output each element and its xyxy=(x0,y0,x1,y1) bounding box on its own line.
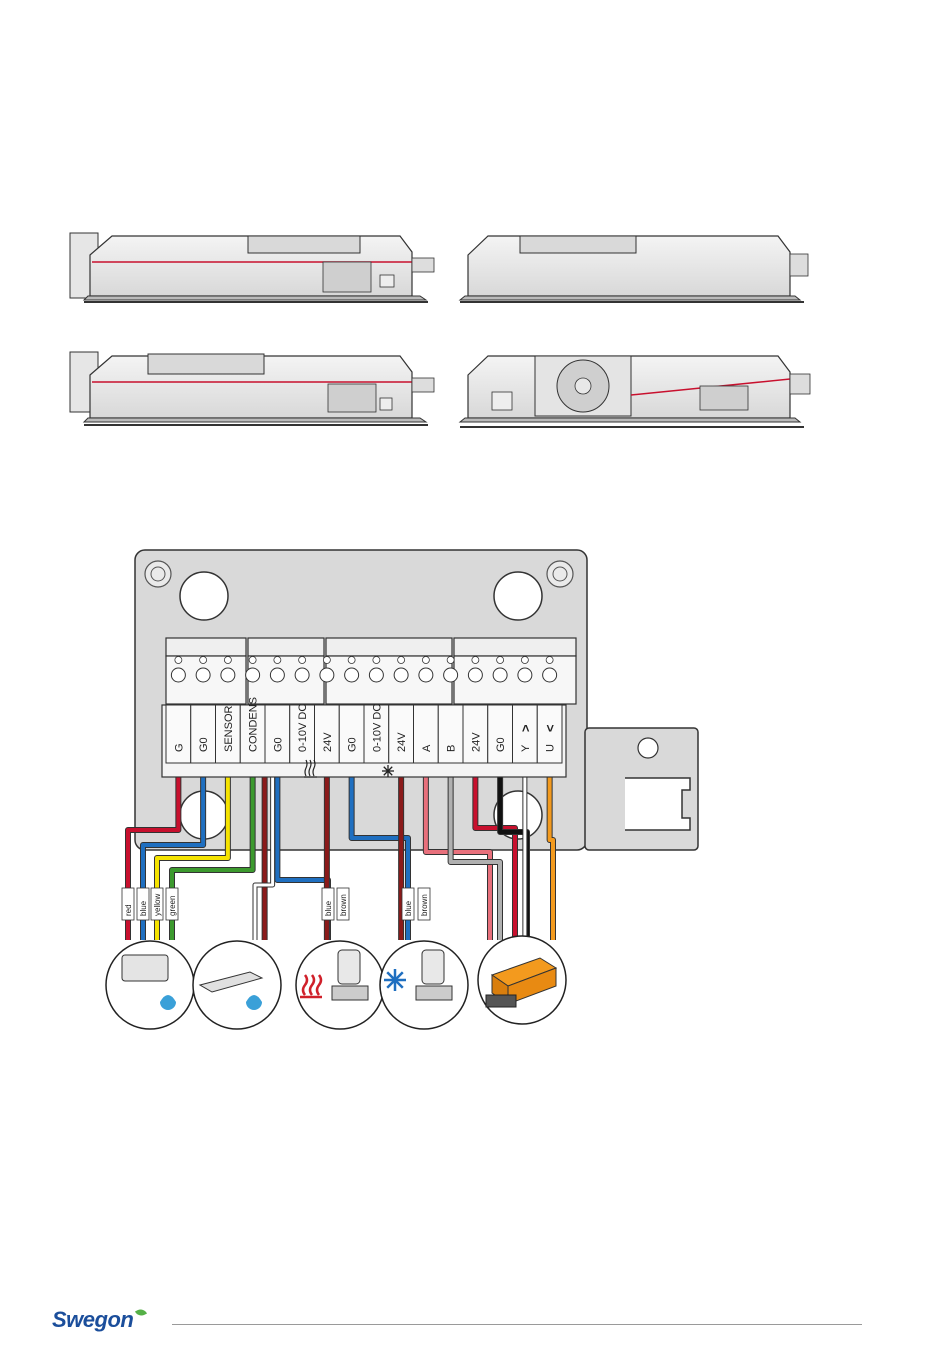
wire-tag-label: red xyxy=(124,904,133,916)
wire-tag-label: brown xyxy=(420,894,429,916)
terminal-screw xyxy=(196,668,210,682)
cool-symbol xyxy=(382,765,394,777)
terminal-label: G0 xyxy=(495,737,507,752)
unit-view-3 xyxy=(70,352,434,425)
connector-group-2 xyxy=(248,638,324,656)
sensor-box xyxy=(122,955,168,981)
u-mark: < xyxy=(543,724,558,732)
connector-group-4 xyxy=(454,638,576,656)
valve-actuator xyxy=(422,950,444,984)
terminal-cell xyxy=(166,705,191,763)
terminal-screw xyxy=(493,668,507,682)
leaf-icon xyxy=(135,1307,147,1318)
terminal-pin xyxy=(249,657,256,664)
terminal-pin xyxy=(447,657,454,664)
terminal-pin xyxy=(274,657,281,664)
terminal-screw xyxy=(295,668,309,682)
terminal-cell xyxy=(414,705,439,763)
terminal-label: CONDENS xyxy=(248,697,260,752)
mount-hole-right xyxy=(494,572,542,620)
footer-divider xyxy=(172,1324,862,1325)
terminal-label: 24V xyxy=(396,732,408,752)
terminal-pin xyxy=(348,657,355,664)
terminal-label: G xyxy=(173,743,185,752)
connector-group-3 xyxy=(326,638,452,656)
terminal-label: U xyxy=(545,744,557,752)
terminal-screw xyxy=(394,668,408,682)
terminal-pin xyxy=(373,657,380,664)
valve-body xyxy=(332,986,368,1000)
swegon-logo: Swegon xyxy=(52,1307,146,1333)
connector-group-1 xyxy=(166,638,246,656)
y-mark: > xyxy=(518,724,533,732)
wire-tag-label: blue xyxy=(324,900,333,916)
terminal-label: SENSOR xyxy=(223,705,235,752)
terminal-cell xyxy=(265,705,290,763)
terminal-label: Y xyxy=(520,744,532,752)
wire-tag-label: green xyxy=(168,896,177,916)
terminal-cell xyxy=(191,705,216,763)
terminal-screw xyxy=(270,668,284,682)
terminal-label: G0 xyxy=(198,737,210,752)
terminal-label: A xyxy=(421,744,433,752)
terminal-screw xyxy=(468,668,482,682)
screw-right xyxy=(547,561,573,587)
terminal-screw xyxy=(320,668,334,682)
terminal-pin xyxy=(472,657,479,664)
terminal-pin xyxy=(521,657,528,664)
terminal-screw xyxy=(221,668,235,682)
wire-tag-label: brown xyxy=(339,894,348,916)
terminal-label: G0 xyxy=(272,737,284,752)
wiring-diagram: G G0 SENSOR CONDENS G0 0-10V DC 24V G0 0-10V DC 2… xyxy=(0,540,950,1040)
terminal-screw xyxy=(246,668,260,682)
unit-view-2 xyxy=(460,236,808,302)
terminal-label: 24V xyxy=(470,732,482,752)
terminal-screw xyxy=(543,668,557,682)
valve-actuator xyxy=(338,950,360,984)
valve-body xyxy=(416,986,452,1000)
condensation-sensor-unit xyxy=(106,941,194,1029)
terminal-label: 0-10V DC xyxy=(297,704,309,752)
terminal-screw xyxy=(518,668,532,682)
terminal-screw xyxy=(369,668,383,682)
terminal-cell xyxy=(438,705,463,763)
terminal-pin xyxy=(175,657,182,664)
terminal-screw xyxy=(171,668,185,682)
terminal-label: 0-10V DC xyxy=(371,704,383,752)
terminal-pin xyxy=(323,657,330,664)
connector-body-3 xyxy=(326,656,452,704)
wire-tag-label: blue xyxy=(139,900,148,916)
terminal-pin xyxy=(422,657,429,664)
screw-left xyxy=(145,561,171,587)
terminal-screw xyxy=(345,668,359,682)
wire-tag-label: blue xyxy=(404,900,413,916)
brand-name: Swegon xyxy=(52,1307,133,1332)
terminal-cell xyxy=(488,705,513,763)
terminal-pin xyxy=(299,657,306,664)
connector-body-2 xyxy=(248,656,324,704)
terminal-label: 24V xyxy=(322,732,334,752)
terminal-label: G0 xyxy=(347,737,359,752)
terminal-pin xyxy=(224,657,231,664)
terminal-label: B xyxy=(446,745,458,752)
motor-base xyxy=(486,995,516,1007)
terminal-screw xyxy=(444,668,458,682)
unit-view-4 xyxy=(460,356,810,427)
terminal-cell xyxy=(537,705,562,763)
terminal-pin xyxy=(546,657,553,664)
wire-tag-label: yellow xyxy=(153,894,162,916)
product-illustrations xyxy=(0,0,950,460)
terminal-pin xyxy=(497,657,504,664)
terminal-cell xyxy=(339,705,364,763)
terminal-screw xyxy=(419,668,433,682)
mount-hole-left xyxy=(180,572,228,620)
terminal-cell xyxy=(513,705,538,763)
terminal-pin xyxy=(200,657,207,664)
terminal-pin xyxy=(398,657,405,664)
unit-view-1 xyxy=(70,233,434,302)
